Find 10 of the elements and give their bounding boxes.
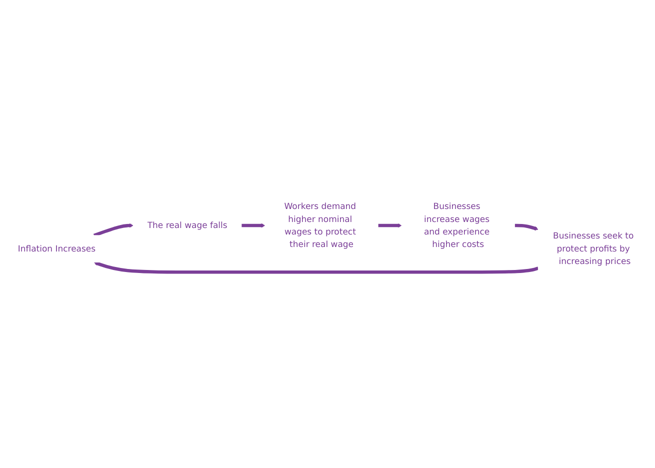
arrow bbox=[241, 223, 266, 228]
node-text: Inflation Increases bbox=[18, 244, 96, 254]
node-text: Workers demand higher nominal wages to protect their real wage bbox=[284, 202, 356, 250]
node-text: The real wage falls bbox=[147, 220, 228, 230]
arrow bbox=[378, 223, 402, 228]
node-text: Businesses increase wages and experience higher costs bbox=[424, 202, 490, 250]
node-text: Businesses seek to protect profits by increasing prices bbox=[553, 231, 634, 266]
arrow bbox=[93, 223, 134, 237]
arrow bbox=[514, 224, 538, 230]
arrow bbox=[94, 261, 539, 274]
